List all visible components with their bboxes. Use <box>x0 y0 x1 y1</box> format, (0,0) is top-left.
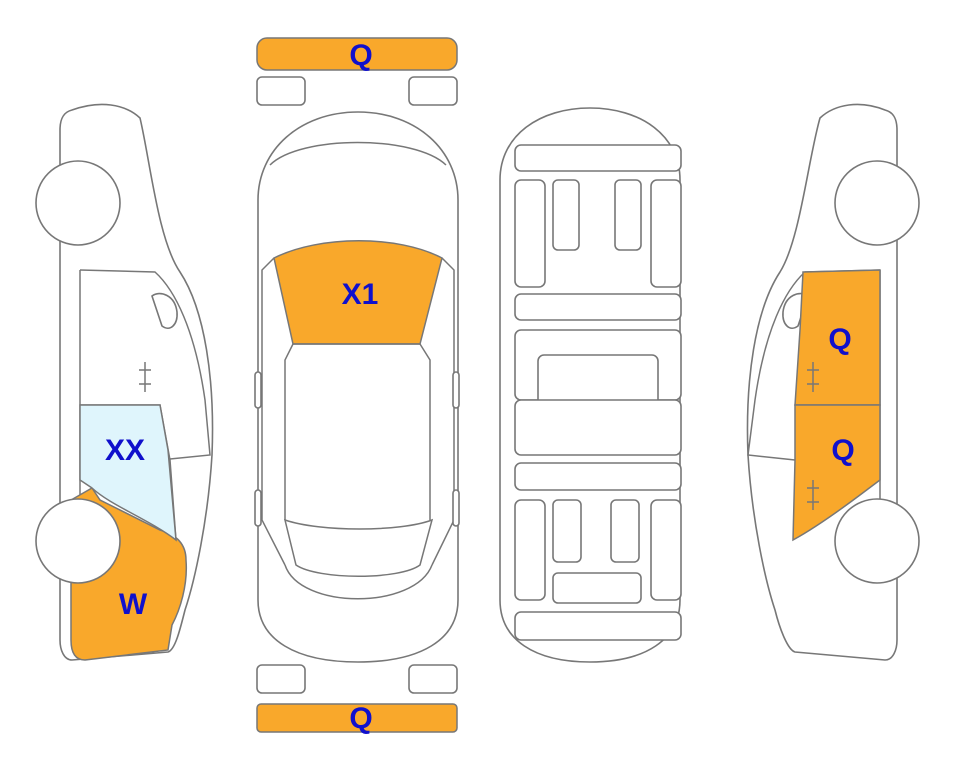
car-top-view: Q X1 Q <box>254 37 460 735</box>
top-body-outline <box>257 111 459 663</box>
front-bumper-label: Q <box>349 39 372 72</box>
windshield-label: X1 <box>342 278 379 311</box>
right-front-wheel <box>834 160 920 246</box>
left-rear-window-panel[interactable] <box>79 404 177 542</box>
car-left-side-view: W XX <box>35 103 214 661</box>
rear-bumper-label: Q <box>349 702 372 735</box>
left-rear-window-label: XX <box>105 434 145 467</box>
car-right-side-view: Q Q <box>746 103 920 661</box>
front-bumper-panel[interactable] <box>256 37 458 71</box>
front-right-light <box>408 76 458 106</box>
left-rear-wheel <box>35 498 121 584</box>
car-underbody-view <box>499 107 682 663</box>
front-left-light <box>256 76 306 106</box>
right-rear-door-panel[interactable] <box>792 404 881 542</box>
right-rear-wheel <box>834 498 920 584</box>
windshield-panel[interactable] <box>273 240 443 345</box>
right-front-door-label: Q <box>828 323 851 356</box>
left-rear-quarter-label: W <box>119 588 148 621</box>
right-rear-door-label: Q <box>831 434 854 467</box>
rear-right-light <box>408 664 458 694</box>
rear-left-light <box>256 664 306 694</box>
rear-bumper-panel[interactable] <box>256 703 458 733</box>
left-front-wheel <box>35 160 121 246</box>
